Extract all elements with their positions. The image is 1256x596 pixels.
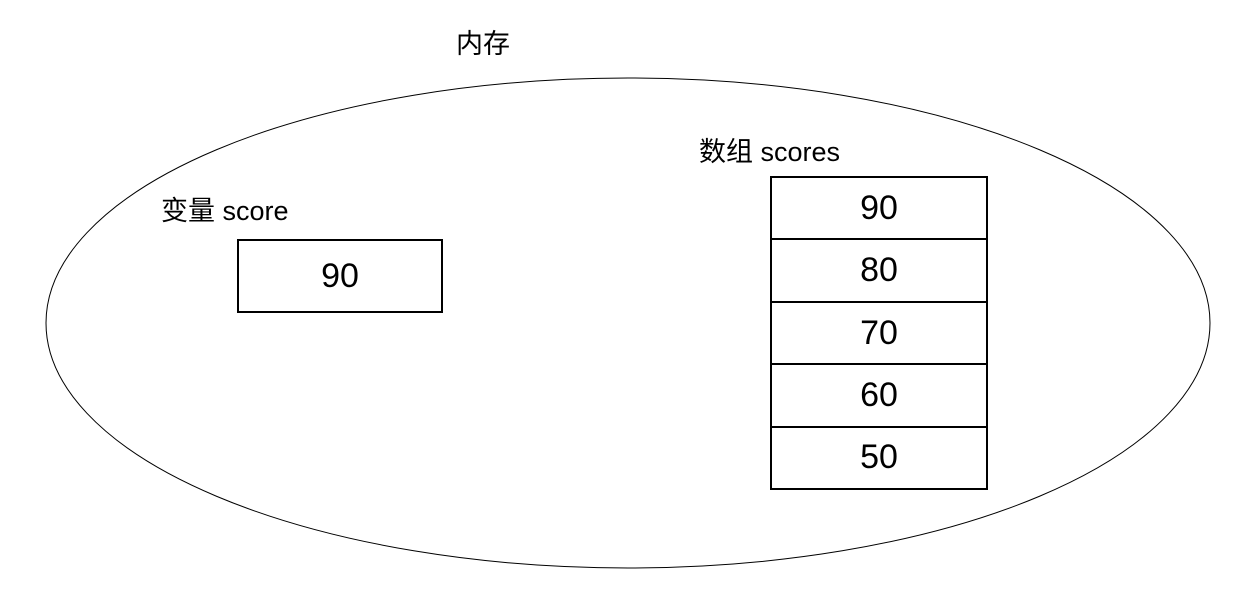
- array-label: 数组 scores: [699, 137, 841, 167]
- array-cell: 50: [860, 438, 898, 477]
- array-cell: 60: [772, 365, 986, 428]
- array-cell: 90: [772, 178, 986, 241]
- array-cell: 80: [772, 240, 986, 303]
- array-box: 90 80 70 60 50: [770, 176, 988, 490]
- diagram-title: 内存: [456, 29, 510, 59]
- variable-box: 90: [237, 239, 443, 313]
- variable-value: 90: [321, 256, 359, 295]
- variable-label: 变量 score: [161, 196, 289, 226]
- array-cell: 70: [772, 303, 986, 366]
